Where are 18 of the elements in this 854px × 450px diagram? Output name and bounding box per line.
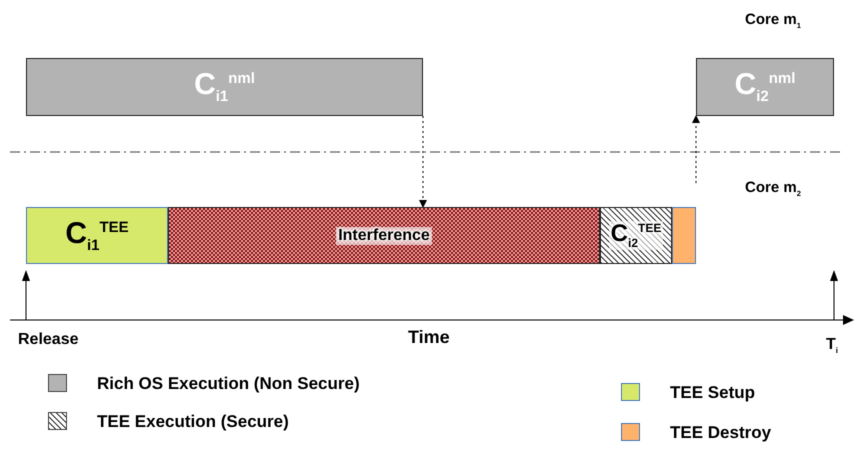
axis-label: Release [18, 332, 78, 348]
task-bar [600, 207, 672, 264]
axis-label: T$_{i}$ [826, 337, 838, 356]
task-bar [26, 207, 168, 264]
bar-label: Interference [336, 226, 432, 244]
legend-label: TEE Execution (Secure) [97, 413, 289, 430]
dotted-arrow [419, 116, 427, 208]
axis-label: Core m$_{2}$ [745, 180, 801, 198]
axis-label: Core m$_{1}$ [745, 12, 801, 30]
legend-label: TEE Setup [670, 384, 756, 401]
axis-label: Time [408, 328, 450, 346]
destroy-bar [672, 207, 696, 264]
task-bar [168, 207, 600, 264]
task-bar [26, 58, 423, 116]
dotted-arrow [692, 115, 700, 184]
legend-label: TEE Destroy [670, 424, 772, 441]
task-bar [696, 58, 834, 116]
legend-label: Rich OS Execution (Non Secure) [97, 375, 360, 392]
